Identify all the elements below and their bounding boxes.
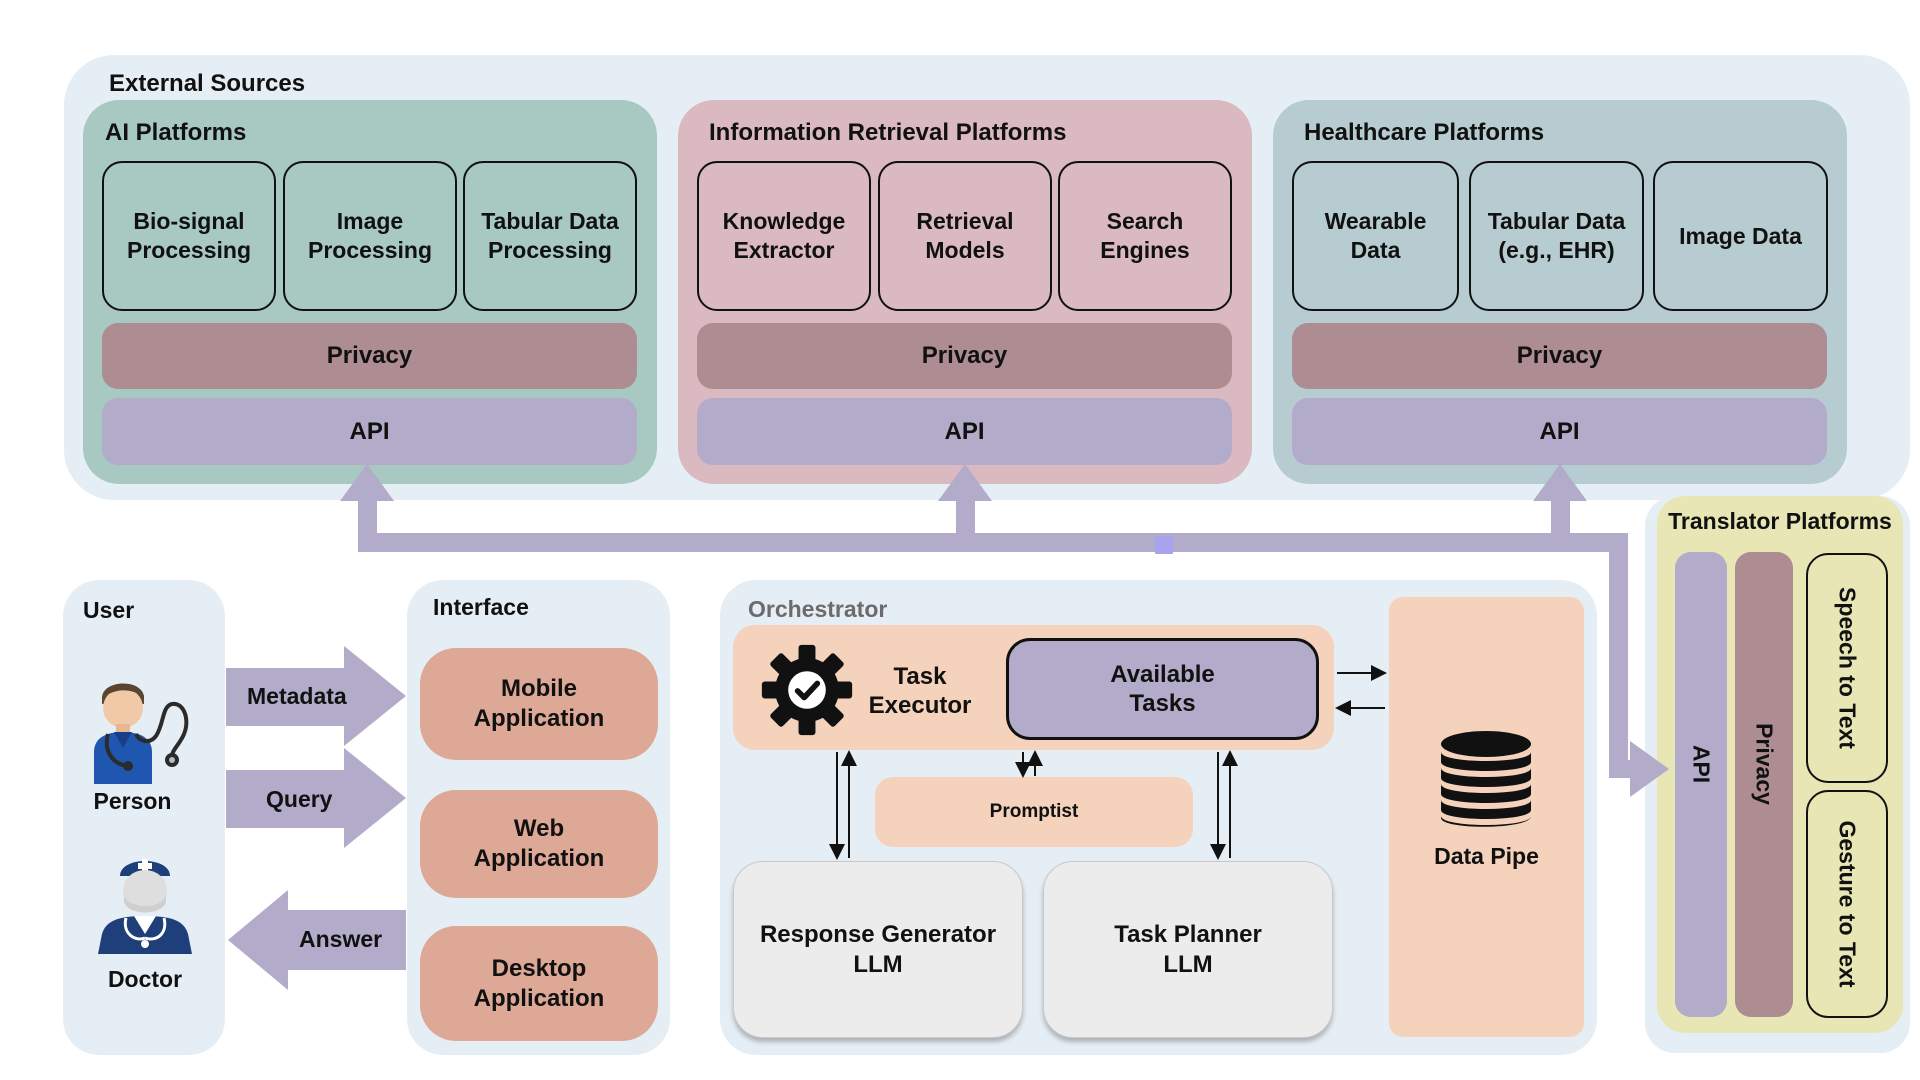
query-label: Query: [266, 786, 333, 812]
llm-label-line1: Response Generator: [759, 920, 997, 948]
database-icon: [1441, 731, 1531, 827]
metadata-label: Metadata: [247, 683, 347, 709]
module-label-line1: Tabular Data: [481, 208, 619, 234]
llm-label-line2: LLM: [1163, 950, 1213, 978]
data-pipe-label: Data Pipe: [1434, 843, 1539, 869]
llm-label-line2: LLM: [853, 950, 903, 978]
orchestrator-title: Orchestrator: [748, 596, 888, 622]
module-label-line1: Image Data: [1679, 222, 1802, 249]
module-label-line2: Engines: [1100, 237, 1190, 263]
query-arrow: [226, 748, 406, 848]
task-executor-line1: Task: [893, 663, 947, 690]
hc-api-arrowhead: [1533, 464, 1587, 501]
external-sources-title: External Sources: [109, 70, 306, 97]
interface-label-line2: Application: [473, 705, 605, 732]
available-tasks-line1: Available: [1110, 661, 1215, 688]
module-label-line1: Image: [336, 208, 404, 234]
translator-platforms-title: Translator Platforms: [1668, 508, 1892, 534]
ai-privacy-layer: Privacy: [102, 323, 637, 389]
translator-api-layer[interactable]: API: [1675, 552, 1727, 1017]
interface-label-line2: Application: [473, 845, 605, 872]
user-interface-flow-arrows: [226, 646, 406, 990]
module-label-line1: Knowledge: [722, 208, 846, 234]
promptist-box[interactable]: Promptist: [875, 777, 1193, 847]
ir-bus-stem: [956, 490, 975, 540]
speech-to-text-module[interactable]: Speech to Text: [1806, 553, 1888, 783]
orchestrator-internal-arrows: [829, 665, 1387, 860]
gesture-to-text-module[interactable]: Gesture to Text: [1806, 790, 1888, 1018]
ai-api-layer[interactable]: API: [102, 398, 637, 465]
module-label-line2: Data: [1350, 237, 1401, 263]
interface-label-line2: Application: [473, 984, 605, 1012]
hc-privacy-layer: Privacy: [1292, 323, 1827, 389]
module-label-line2: Processing: [127, 237, 251, 263]
hc-bus-stem: [1551, 490, 1570, 540]
metadata-arrow: [226, 646, 406, 746]
ir-api-arrowhead: [938, 464, 992, 501]
translator-bus-stem: [1609, 533, 1628, 778]
answer-arrow: [228, 890, 406, 990]
ai-api-arrowhead: [340, 464, 394, 501]
module-label-line2: (e.g., EHR): [1498, 237, 1615, 263]
task-executor-line2: Executor: [868, 692, 972, 719]
image-data-module[interactable]: Image Data: [1653, 161, 1828, 311]
doctor-with-stethoscope-icon: [94, 683, 189, 784]
ir-api-layer[interactable]: API: [697, 398, 1232, 465]
healthcare-platforms-title: Healthcare Platforms: [1304, 119, 1545, 146]
module-label-line2: Models: [925, 237, 1005, 263]
interface-label-line1: Desktop: [491, 954, 587, 982]
translator-api-arrowhead: [1630, 741, 1669, 797]
answer-label: Answer: [299, 926, 383, 952]
module-label-line1: Wearable: [1324, 208, 1427, 234]
ir-platforms-title: Information Retrieval Platforms: [709, 119, 1067, 146]
llm-label-line1: Task Planner: [1114, 920, 1262, 948]
user-panel: [63, 580, 225, 1055]
ir-privacy-layer: Privacy: [697, 323, 1232, 389]
ai-platforms-title: AI Platforms: [105, 119, 247, 146]
interface-label-line1: Web: [513, 815, 565, 842]
gear-check-icon: [761, 644, 853, 736]
hc-api-layer[interactable]: API: [1292, 398, 1827, 465]
bus-line-horizontal: [358, 533, 1628, 552]
interface-title: Interface: [433, 594, 529, 620]
surgeon-icon: [98, 859, 192, 954]
module-label-line2: Processing: [487, 237, 612, 263]
ai-bus-stem: [358, 490, 377, 540]
user-title: User: [83, 597, 135, 623]
translator-privacy-layer: Privacy: [1735, 552, 1793, 1017]
module-label-line1: Retrieval: [916, 208, 1014, 234]
module-label-line2: Extractor: [733, 237, 835, 263]
module-label-line1: Tabular Data: [1487, 208, 1626, 234]
doctor-label: Doctor: [107, 966, 183, 992]
module-label-line1: Bio-signal: [133, 208, 245, 234]
module-label-line2: Processing: [308, 237, 432, 263]
module-label-line1: Search: [1106, 208, 1184, 234]
tabular-ehr-data-module[interactable]: Tabular Data (e.g., EHR): [1469, 161, 1644, 311]
bus-junction-marker: [1155, 536, 1173, 554]
interface-label-line1: Mobile: [500, 675, 577, 702]
person-label: Person: [93, 788, 172, 814]
available-tasks-line2: Tasks: [1129, 690, 1196, 717]
